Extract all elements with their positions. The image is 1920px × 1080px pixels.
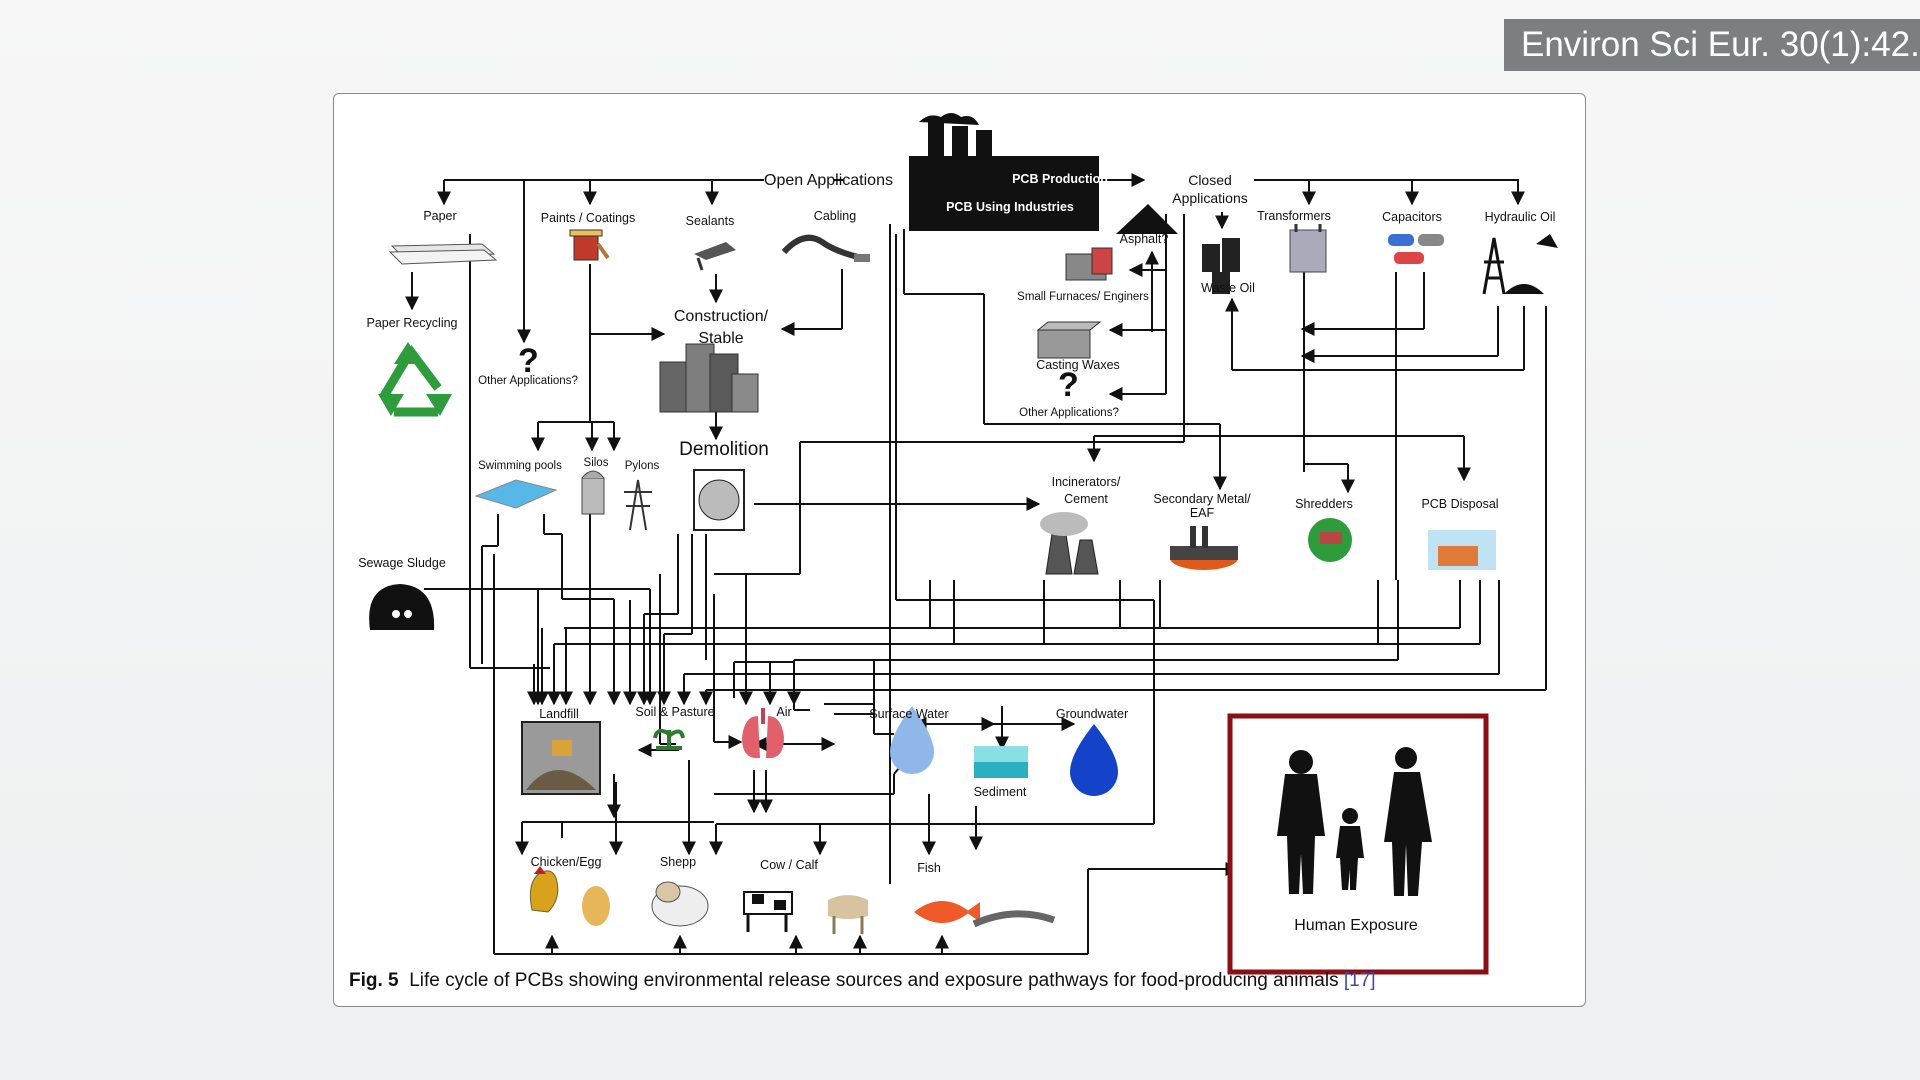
node-label: Cement [1064,492,1108,506]
figure-number: Fig. 5 [349,970,399,991]
node-label: Secondary Metal/ [1153,492,1251,506]
demolition-icon [693,469,745,531]
sheep-icon [651,881,709,927]
node-label: Groundwater [1056,707,1128,721]
paint-can-icon [569,229,610,261]
paper-stack-icon [388,243,498,265]
caption-text: Life cycle of PCBs showing environmental… [409,970,1339,991]
groundwater-drop-icon [1070,724,1118,796]
disposal-plant-icon [1428,530,1496,570]
pool-icon [474,479,558,509]
node-label: Chicken/Egg [531,855,602,869]
capacitors-icon [1388,234,1444,264]
node-label: Air [776,705,791,719]
node-label: Fish [917,861,941,875]
node-label: Paper [423,209,456,223]
node-label: Cow / Calf [760,858,818,872]
incinerator-icon [1040,512,1099,575]
oil-barrels-icon [1202,238,1240,294]
rooster-icon [529,866,559,913]
node-label: Paper Recycling [366,316,457,330]
sealant-gun-icon [694,242,736,271]
node-label: Shepp [660,855,696,869]
node-label: Swimming pools [478,460,562,472]
shredder-icon [1308,518,1352,562]
transformer-icon [1289,224,1327,273]
node-label: Hydraulic Oil [1485,210,1556,224]
node-label: Soil & Pasture [635,705,714,719]
lungs-icon [742,708,784,759]
node-label: Closed [1188,172,1232,188]
node-label: Landfill [539,707,579,721]
node-label: Sediment [974,785,1027,799]
node-label: Open Applications [764,172,893,189]
node-label: Other Applications? [478,375,578,387]
node-label: Incinerators/ [1052,475,1121,489]
sludge-icon [369,584,435,630]
figure-panel: PCB Production PCB Using Industries ? ? [333,93,1586,1007]
citation-badge: Environ Sci Eur. 30(1):42. [1504,19,1920,71]
egg-icon [582,886,610,926]
node-label: Paints / Coatings [541,211,636,225]
node-label: Shredders [1295,497,1353,511]
node-label: Transformers [1257,209,1331,223]
node-label: Capacitors [1382,210,1442,224]
family-icon [1277,747,1432,896]
metal-furnace-icon [1170,526,1238,570]
calf-icon [828,895,868,934]
pcb-using-label: PCB Using Industries [946,200,1074,214]
reference-link[interactable]: [17] [1343,970,1376,991]
eel-icon [972,910,1056,928]
human-exposure-label: Human Exposure [1294,917,1418,934]
wax-block-icon [1036,321,1102,359]
node-label: Sewage Sludge [358,556,446,570]
cow-icon [743,891,793,932]
pylon-icon [624,479,652,531]
sediment-icon [974,746,1028,778]
node-label: Casting Waxes [1036,358,1120,372]
diagram-labels: Open Applications Closed Applications Pa… [358,172,1555,934]
landfill-icon [521,721,601,795]
node-label: Waste Oil [1201,281,1255,295]
cable-icon [781,234,870,262]
recycle-icon [378,342,452,417]
plant-icon [653,728,685,750]
question-icon: ? [1058,366,1079,404]
node-label: Pylons [625,460,660,472]
silo-icon [581,470,605,515]
oil-rig-icon [1482,234,1558,295]
furnace-icon [1065,247,1113,281]
node-label: Cabling [814,209,856,223]
node-label: Sealants [686,214,735,228]
node-label: Construction/ [674,308,769,325]
node-label: Surface Water [869,707,948,721]
node-label: Applications [1172,190,1248,206]
asphalt-icon [1116,204,1178,234]
pcb-production-label: PCB Production [1012,172,1108,186]
buildings-icon [659,343,759,413]
fish-icon [914,901,980,923]
node-label: Small Furnaces/ Enginers [1017,291,1149,303]
node-label: Stable [698,330,743,347]
node-label: Other Applications? [1019,407,1119,419]
connector-lines [405,173,1547,955]
pcb-lifecycle-diagram: PCB Production PCB Using Industries ? ? [358,113,1558,975]
node-label: Silos [584,457,609,469]
node-label: EAF [1190,506,1215,520]
node-label: PCB Disposal [1421,497,1498,511]
node-label: Asphalt? [1120,232,1169,246]
figure-caption: Fig. 5 Life cycle of PCBs showing enviro… [349,970,1376,992]
question-icon: ? [518,342,539,380]
water-drop-icon [890,706,934,774]
factory-icon [909,113,1099,231]
node-label: Demolition [679,439,769,460]
